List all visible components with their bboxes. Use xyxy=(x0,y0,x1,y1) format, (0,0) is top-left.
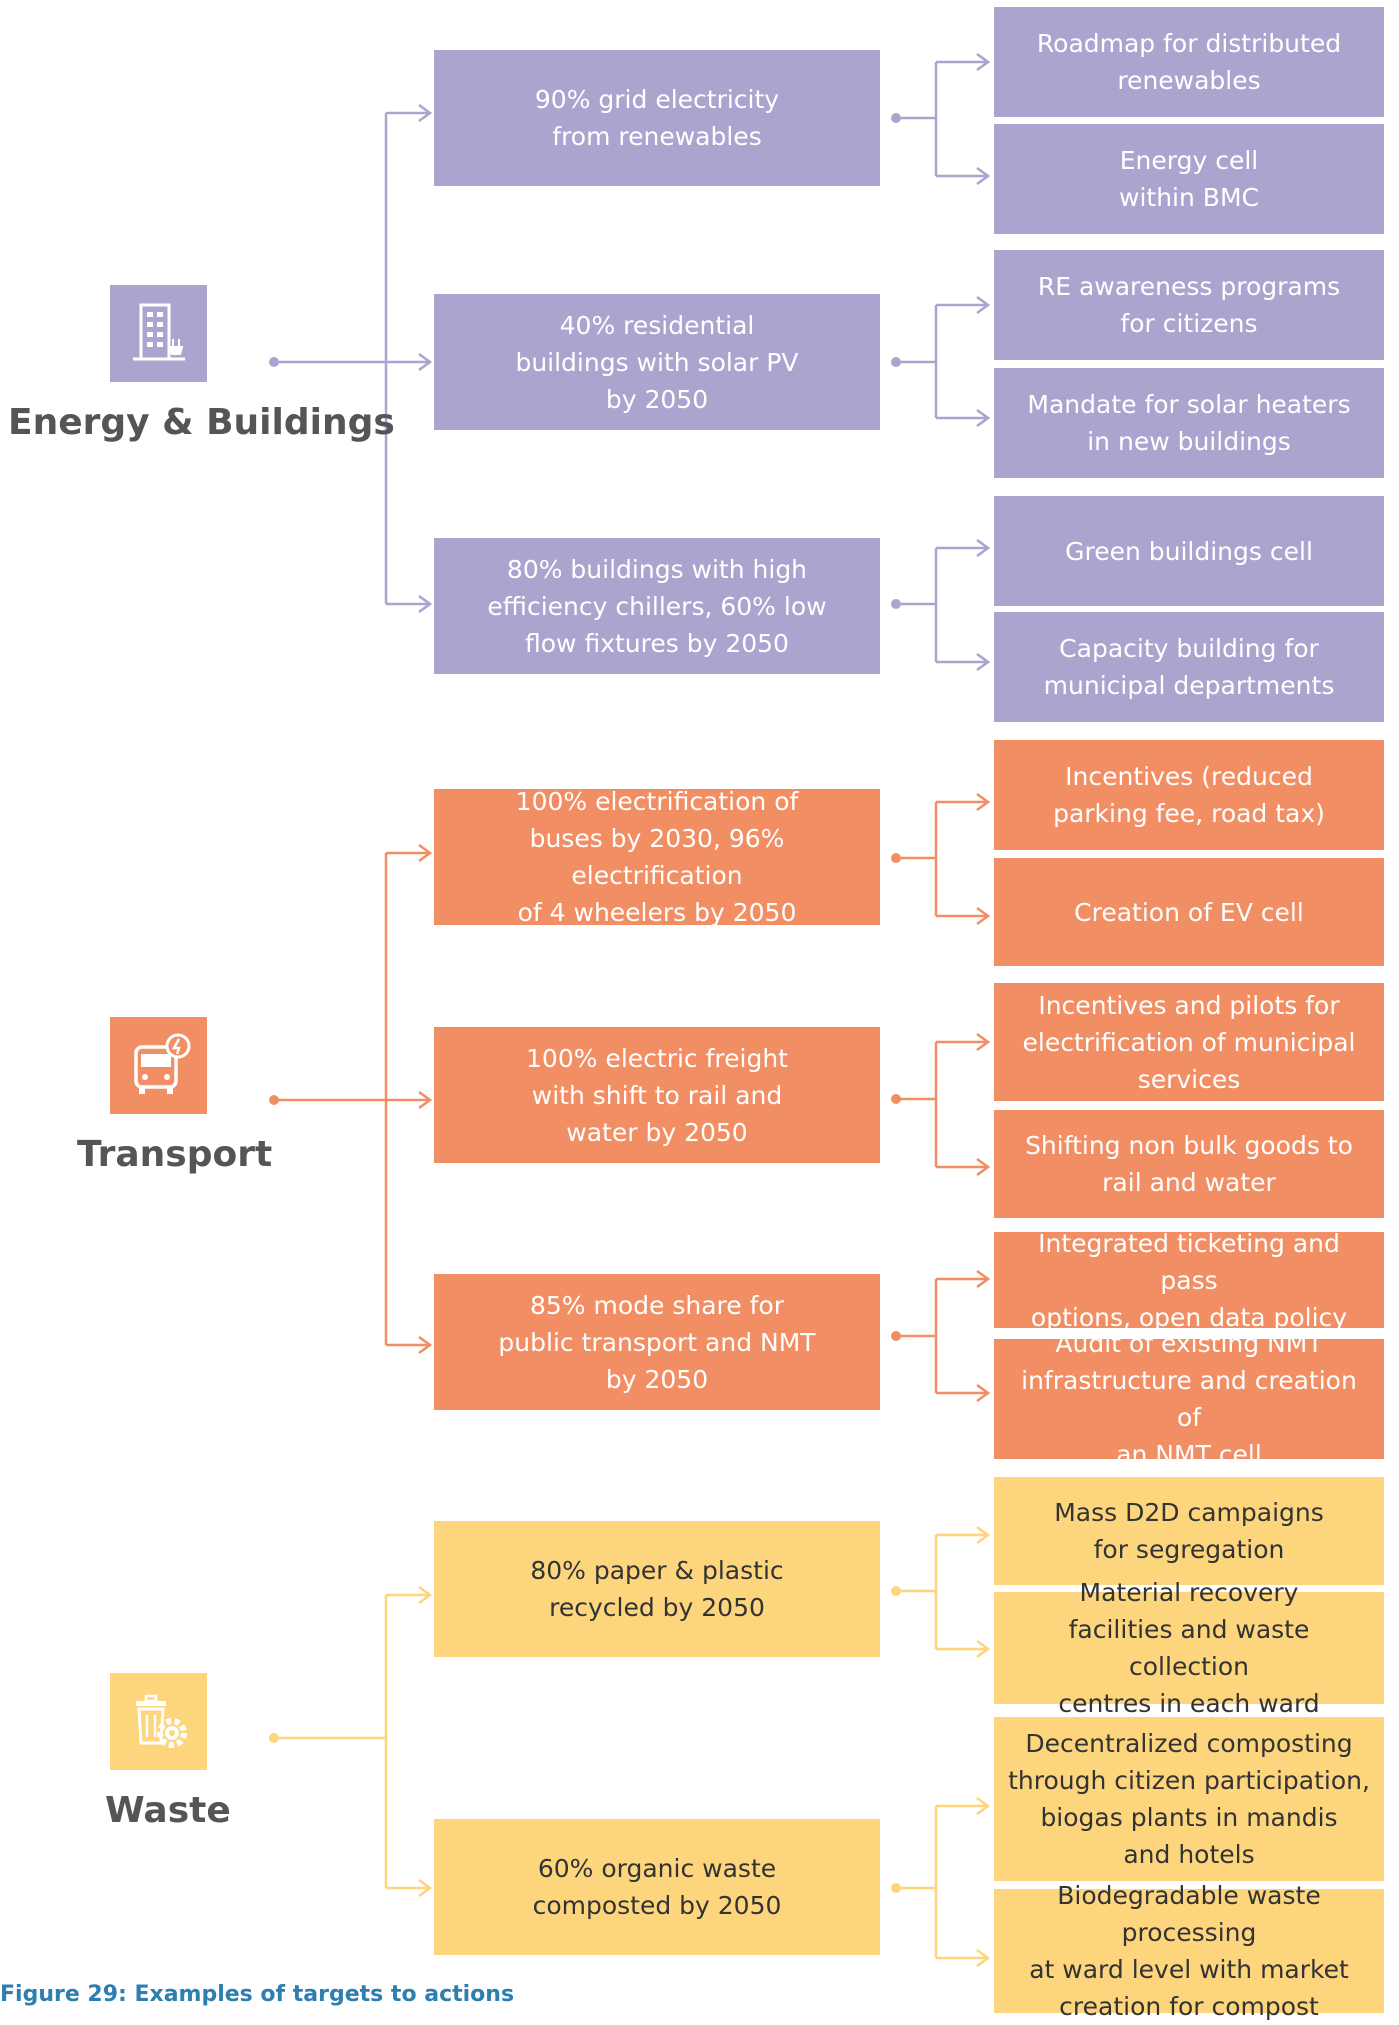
bus-icon xyxy=(110,1017,207,1114)
energy-connectors xyxy=(269,62,988,662)
action-box: Green buildings cell xyxy=(994,496,1384,606)
target-box: 100% electric freight with shift to rail… xyxy=(434,1027,880,1163)
building-icon xyxy=(110,285,207,382)
action-box: RE awareness programs for citizens xyxy=(994,250,1384,360)
action-box: Integrated ticketing and pass options, o… xyxy=(994,1229,1384,1332)
action-box: Shifting non bulk goods to rail and wate… xyxy=(994,1110,1384,1218)
action-box: Biodegradable waste processing at ward l… xyxy=(994,1881,1384,2021)
target-box: 80% paper & plastic recycled by 2050 xyxy=(434,1521,880,1657)
action-box: Energy cell within BMC xyxy=(994,124,1384,234)
target-box: 85% mode share for public transport and … xyxy=(434,1274,880,1410)
target-box: 40% residential buildings with solar PV … xyxy=(434,294,880,430)
action-box: Incentives (reduced parking fee, road ta… xyxy=(994,740,1384,850)
target-box: 100% electrification of buses by 2030, 9… xyxy=(434,787,880,927)
transport-connectors xyxy=(269,802,988,1393)
action-box: Mandate for solar heaters in new buildin… xyxy=(994,368,1384,478)
action-box: Creation of EV cell xyxy=(994,858,1384,966)
action-box: Material recovery facilities and waste c… xyxy=(994,1578,1384,1718)
action-box: Incentives and pilots for electrificatio… xyxy=(994,983,1384,1101)
target-box: 90% grid electricity from renewables xyxy=(434,50,880,186)
category-label-transport: Transport xyxy=(77,1134,273,1175)
target-box: 60% organic waste composted by 2050 xyxy=(434,1819,880,1955)
action-box: Mass D2D campaigns for segregation xyxy=(994,1477,1384,1585)
action-box: Audit of existing NMT infrastructure and… xyxy=(994,1329,1384,1469)
action-box: Roadmap for distributed renewables xyxy=(994,7,1384,117)
category-label-energy: Energy & Buildings xyxy=(8,402,395,443)
category-label-waste: Waste xyxy=(105,1790,231,1831)
waste-bin-gear-icon xyxy=(110,1673,207,1770)
figure-caption: Figure 29: Examples of targets to action… xyxy=(0,1982,515,2007)
waste-connectors xyxy=(269,1535,988,1958)
action-box: Decentralized composting through citizen… xyxy=(994,1717,1384,1881)
target-box: 80% buildings with high efficiency chill… xyxy=(434,538,880,674)
action-box: Capacity building for municipal departme… xyxy=(994,612,1384,722)
